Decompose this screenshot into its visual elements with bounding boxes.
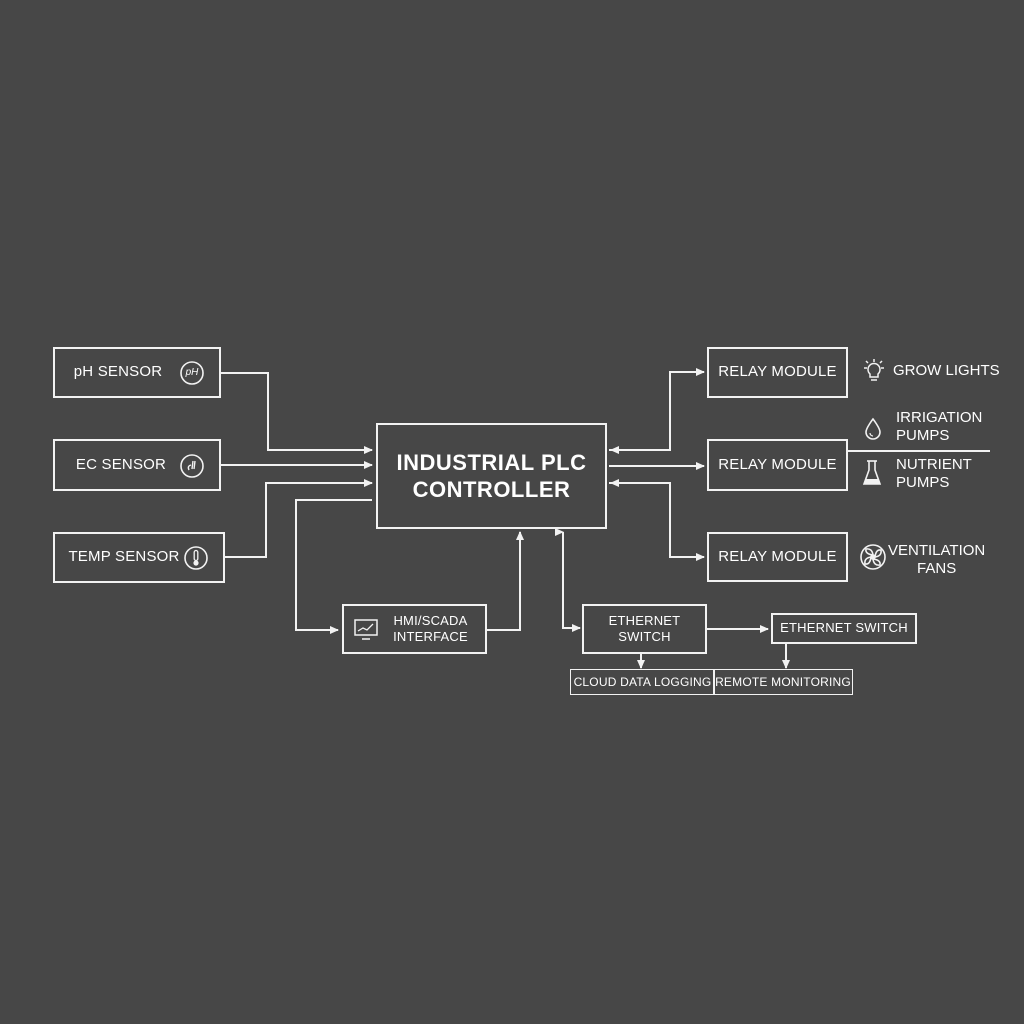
ph-sensor-box[interactable]: pH SENSOR pH bbox=[53, 347, 221, 398]
remote-monitoring-box[interactable]: REMOTE MONITORING bbox=[713, 669, 853, 695]
irrigation-pumps-label: IRRIGATION PUMPS bbox=[896, 409, 983, 444]
fan-icon bbox=[858, 542, 888, 572]
relay-module-2[interactable]: RELAY MODULE bbox=[707, 439, 848, 491]
relay-module-3[interactable]: RELAY MODULE bbox=[707, 532, 848, 582]
wire-temp-to-plc bbox=[225, 479, 373, 558]
plc-controller-box[interactable]: INDUSTRIAL PLC CONTROLLER bbox=[376, 423, 607, 529]
monitor-icon bbox=[353, 618, 379, 642]
grow-lights-label: GROW LIGHTS bbox=[893, 362, 1000, 379]
cloud-data-logging-box[interactable]: CLOUD DATA LOGGING bbox=[570, 669, 715, 695]
wire-ph-to-plc bbox=[221, 372, 373, 454]
lightbulb-icon bbox=[860, 357, 888, 385]
remote-monitoring-label: REMOTE MONITORING bbox=[715, 674, 851, 689]
ethernet-switch-1-label: ETHERNET SWITCH bbox=[608, 612, 681, 644]
thermometer-icon bbox=[183, 545, 209, 571]
ph-icon: pH bbox=[179, 360, 205, 386]
ec-sensor-box[interactable]: EC SENSOR bbox=[53, 439, 221, 491]
wire-plc-to-ethernet bbox=[562, 532, 581, 632]
ethernet-switch-2[interactable]: ETHERNET SWITCH bbox=[771, 613, 917, 644]
hmi-scada-label: HMI/SCADA INTERFACE bbox=[393, 612, 468, 644]
water-drop-icon bbox=[862, 416, 884, 442]
wire-relay1 bbox=[609, 368, 705, 451]
temp-sensor-box[interactable]: TEMP SENSOR bbox=[53, 532, 225, 583]
ethernet-switch-1[interactable]: ETHERNET SWITCH bbox=[582, 604, 707, 654]
relay-module-1[interactable]: RELAY MODULE bbox=[707, 347, 848, 398]
ec-sensor-label: EC SENSOR bbox=[75, 455, 167, 473]
cloud-data-logging-label: CLOUD DATA LOGGING bbox=[573, 674, 712, 689]
ventilation-fans-label: VENTILATION FANS bbox=[888, 542, 986, 577]
hmi-scada-box[interactable]: HMI/SCADA INTERFACE bbox=[342, 604, 487, 654]
ph-sensor-label: pH SENSOR bbox=[73, 363, 163, 381]
temp-sensor-label: TEMP SENSOR bbox=[68, 548, 180, 566]
ec-icon bbox=[179, 453, 205, 479]
relay-module-1-label: RELAY MODULE bbox=[718, 363, 837, 381]
ph-icon-text: pH bbox=[185, 366, 199, 378]
relay-module-2-label: RELAY MODULE bbox=[718, 455, 837, 473]
ethernet-switch-2-label: ETHERNET SWITCH bbox=[780, 620, 908, 636]
nutrient-pumps-label: NUTRIENT PUMPS bbox=[896, 456, 972, 491]
wire-plc-to-hmi bbox=[295, 499, 372, 634]
wire-relay3 bbox=[609, 482, 705, 561]
plc-controller-label: INDUSTRIAL PLC CONTROLLER bbox=[396, 449, 587, 503]
flask-icon bbox=[860, 458, 884, 488]
relay-module-3-label: RELAY MODULE bbox=[718, 547, 837, 565]
wire-hmi-to-plc bbox=[487, 531, 524, 631]
